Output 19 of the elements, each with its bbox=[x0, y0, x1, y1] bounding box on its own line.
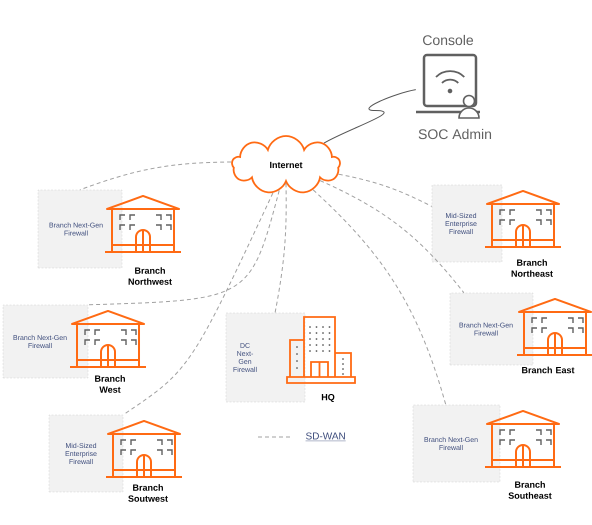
building-label: Branch Soutwest bbox=[128, 484, 168, 502]
building-label: Branch Southeast bbox=[508, 481, 552, 499]
network-link bbox=[122, 192, 274, 416]
building-label: Branch West bbox=[95, 375, 125, 393]
network-link bbox=[88, 190, 280, 306]
network-link bbox=[274, 182, 287, 314]
network-link bbox=[320, 180, 464, 294]
building-label: Branch Northeast bbox=[512, 259, 553, 277]
network-link bbox=[324, 89, 416, 144]
building-label: HQ bbox=[322, 394, 334, 402]
network-link bbox=[338, 174, 432, 207]
building-label: Branch Northwest bbox=[128, 267, 172, 285]
network-link bbox=[80, 162, 232, 190]
console-label: Console bbox=[423, 34, 474, 46]
admin-label: SOC Admin bbox=[418, 128, 492, 140]
building-label: Branch East bbox=[522, 366, 574, 374]
network-link bbox=[312, 189, 446, 406]
cloud: Internet bbox=[231, 135, 341, 194]
legend-label: SD-WAN bbox=[305, 432, 346, 442]
